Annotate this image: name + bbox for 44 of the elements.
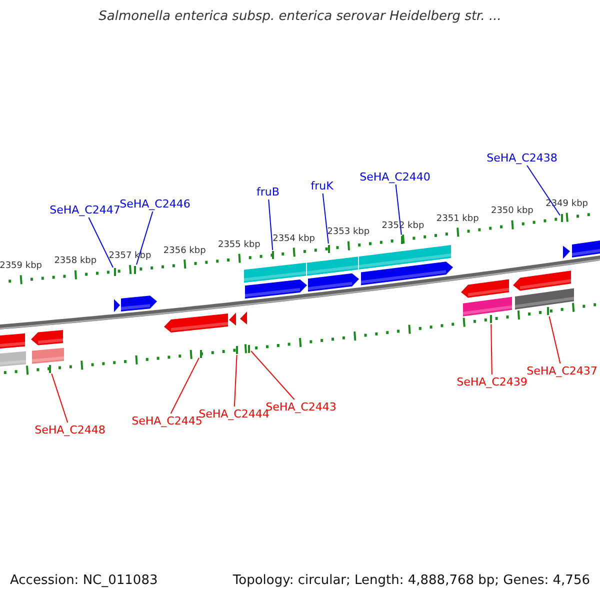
gene-label: SeHA_C2438 xyxy=(486,152,558,164)
tick-mark xyxy=(248,344,250,353)
tick-mark xyxy=(49,364,51,373)
tick-mark xyxy=(328,244,330,253)
gene-label: fruK xyxy=(310,180,334,192)
tick-mark xyxy=(490,315,492,324)
accession-text: Accession: NC_011083 xyxy=(10,573,158,588)
scale-label: 2350 kbp xyxy=(490,206,534,216)
leader-line xyxy=(170,357,200,414)
scale-label: 2355 kbp xyxy=(218,240,260,250)
tick-mark xyxy=(236,346,238,354)
scale-label: 2358 kbp xyxy=(54,256,97,266)
leader-line xyxy=(490,324,492,375)
tick-mark xyxy=(401,236,403,244)
gene-label: fruB xyxy=(256,186,280,198)
scale-label: 2353 kbp xyxy=(327,227,370,238)
tick-mark xyxy=(200,350,202,358)
gene-label: SeHA_C2447 xyxy=(50,204,120,216)
leader-line xyxy=(395,184,402,236)
gene-label: SeHA_C2448 xyxy=(34,424,106,436)
gene-label: SeHA_C2439 xyxy=(456,376,528,388)
leader-line xyxy=(548,316,561,364)
gene-label: SeHA_C2440 xyxy=(360,170,430,184)
tick-mark xyxy=(547,307,549,316)
gene-label: SeHA_C2445 xyxy=(132,414,202,428)
scale-label: 2359 kbp xyxy=(0,261,42,272)
leader-line xyxy=(51,373,68,423)
scale-label: 2354 kbp xyxy=(272,234,315,244)
leader-line xyxy=(88,217,114,268)
tick-mark xyxy=(272,251,274,260)
leader-line xyxy=(526,165,560,216)
tick-mark xyxy=(114,268,116,276)
tick-mark xyxy=(561,214,563,222)
tick-mark xyxy=(134,266,136,274)
gene-label: SeHA_C2437 xyxy=(526,364,598,378)
leader-line xyxy=(250,350,295,400)
genome-info-text: Topology: circular; Length: 4,888,768 bp; Genes: 4,756 xyxy=(232,573,590,588)
gene-label: SeHA_C2446 xyxy=(120,198,190,210)
scale-label: 2351 kbp xyxy=(436,214,479,224)
leader-line xyxy=(268,199,274,251)
leader-line xyxy=(322,193,329,244)
leader-line xyxy=(234,354,238,407)
title: Salmonella enterica subsp. enterica serovar Heidelberg str. ... xyxy=(98,9,502,24)
scale-label: 2356 kbp xyxy=(163,246,206,256)
